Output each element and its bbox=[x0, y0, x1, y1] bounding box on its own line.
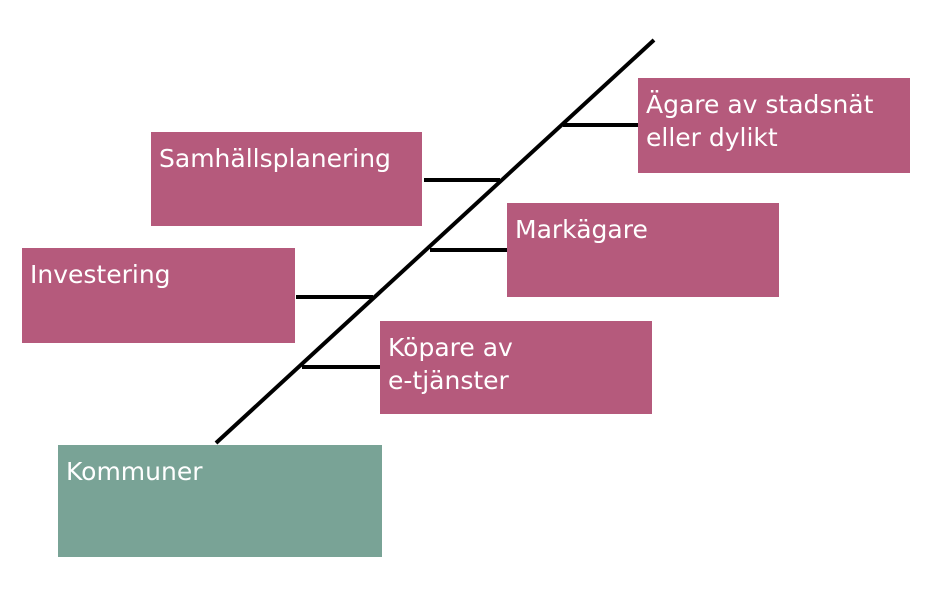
node-samhallsplanering: Samhällsplanering bbox=[151, 132, 422, 226]
node-samhallsplanering-label: Samhällsplanering bbox=[159, 144, 391, 173]
node-investering: Investering bbox=[22, 248, 295, 343]
node-kopare-label-line2: e-tjänster bbox=[388, 366, 509, 395]
node-kopare-label-line1: Köpare av bbox=[388, 333, 513, 362]
node-kommuner: Kommuner bbox=[58, 445, 382, 557]
node-agare-label-line2: eller dylikt bbox=[646, 123, 778, 152]
node-agare-label-line1: Ägare av stadsnät bbox=[646, 90, 874, 119]
node-kommuner-label: Kommuner bbox=[66, 457, 203, 486]
main-diagonal-line bbox=[214, 38, 656, 445]
node-markagare: Markägare bbox=[507, 203, 779, 297]
node-agare-av-stadsnat: Ägare av stadsnät eller dylikt bbox=[638, 78, 910, 173]
node-markagare-label: Markägare bbox=[515, 215, 648, 244]
node-kopare-av-e-tjanster: Köpare av e-tjänster bbox=[380, 321, 652, 414]
node-investering-label: Investering bbox=[30, 260, 171, 289]
